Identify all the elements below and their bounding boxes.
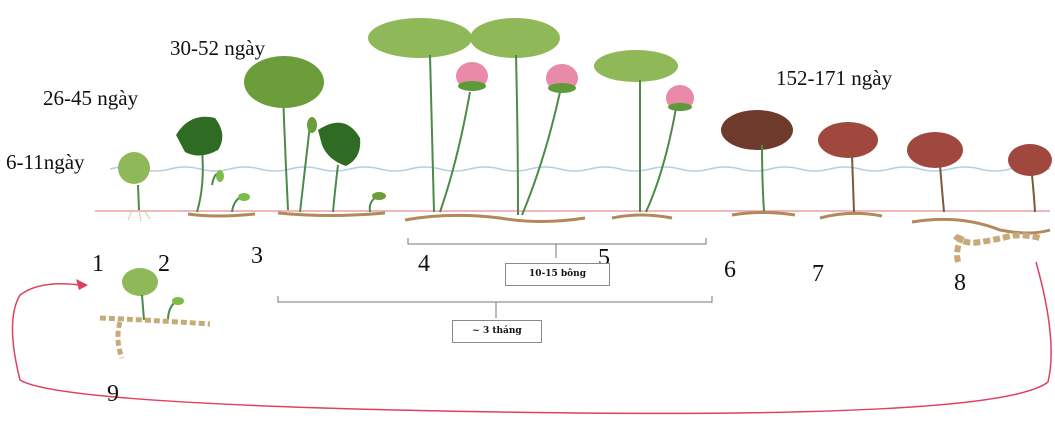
plant-stage-3 — [244, 56, 386, 216]
stage-number-8: 8 — [954, 271, 966, 295]
stage-number-6: 6 — [724, 258, 736, 282]
plant-stage-5 — [594, 50, 694, 218]
stage-number-7: 7 — [812, 262, 824, 286]
plant-stage-9 — [100, 268, 210, 358]
stage-number-3: 3 — [251, 244, 263, 268]
plant-stage-6 — [721, 110, 795, 215]
period-label: ~ 3 tháng — [452, 320, 542, 343]
flowering-bracket — [408, 238, 706, 258]
plant-stage-8 — [907, 132, 1052, 262]
stage-number-4: 4 — [418, 252, 430, 276]
duration-label-3: 30-52 ngày — [170, 38, 265, 59]
duration-bracket — [278, 296, 712, 318]
duration-label-2: 26-45 ngày — [43, 88, 138, 109]
water-surface-line — [110, 167, 1050, 171]
duration-label-4: 152-171 ngày — [776, 68, 892, 89]
stage-number-2: 2 — [158, 252, 170, 276]
stage-number-1: 1 — [92, 252, 104, 276]
flower-count-label: 10-15 bông — [505, 263, 610, 286]
stage-number-9: 9 — [107, 382, 119, 406]
duration-label-1: 6-11ngày — [6, 152, 85, 173]
plant-stage-4 — [368, 18, 585, 222]
cycle-arrow-head — [76, 279, 88, 290]
